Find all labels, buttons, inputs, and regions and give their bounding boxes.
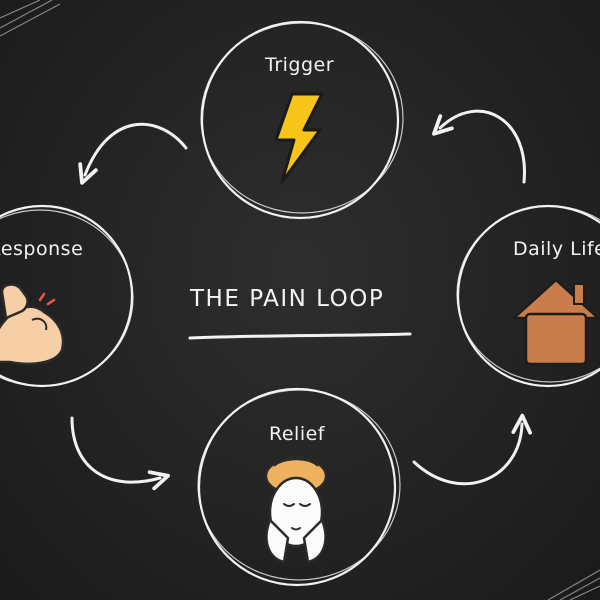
diagram-title: THE PAIN LOOP [190,286,385,312]
house-icon [512,278,600,366]
daily-life-label: Daily Life [513,238,600,260]
lightning-bolt-icon [274,92,324,184]
arrow-trigger-to-response [78,122,188,185]
trigger-label: Trigger [265,54,335,76]
arrow-response-to-relief [70,416,170,491]
title-underline [188,332,412,340]
circle-response [0,204,134,388]
response-label: Response [0,238,84,260]
circle-daily-life [456,204,600,388]
arrow-daily-life-to-trigger [432,109,526,184]
flexed-biceps-icon [0,283,65,366]
arrow-relief-to-daily-life [412,413,532,486]
circle-relief [197,387,401,587]
relaxed-face-towel-icon [264,456,328,564]
circle-trigger [200,20,404,220]
relief-label: Relief [269,423,325,445]
